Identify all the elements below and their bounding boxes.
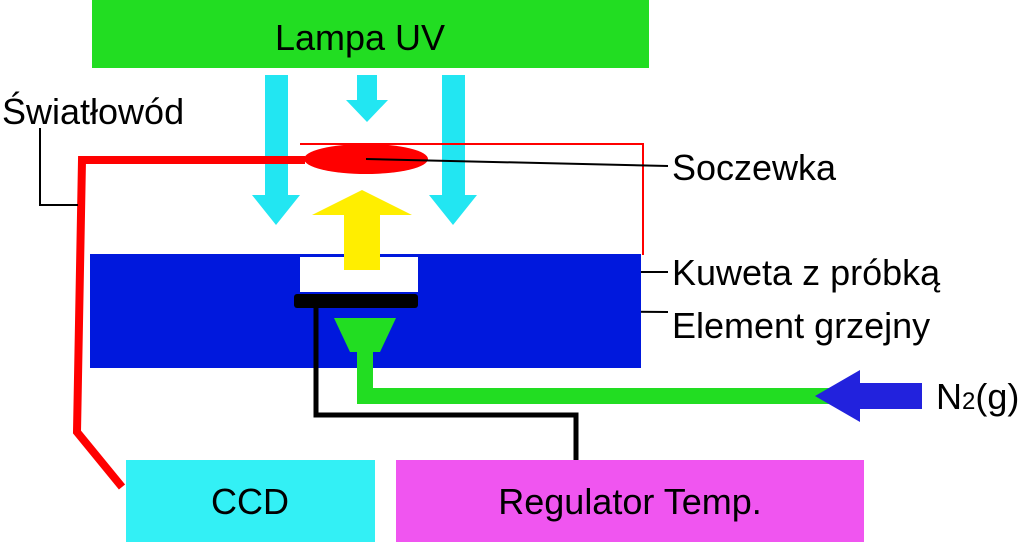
gas-funnel — [334, 318, 396, 352]
lens-leader-line — [365, 158, 669, 167]
optical-fiber — [72, 156, 305, 490]
cuvette-label: Kuweta z próbką — [672, 252, 941, 293]
ccd-label: CCD — [211, 481, 289, 522]
heater-control-wire — [313, 308, 579, 460]
fiber-leader-line — [39, 128, 78, 206]
nitrogen-gas-label: N2(g) — [936, 376, 1019, 417]
heating-element — [294, 294, 418, 308]
uv-arrow-left — [252, 75, 300, 225]
uv-arrow-right — [429, 75, 477, 225]
uv-arrow-center — [346, 75, 388, 122]
gas-state: (g) — [975, 376, 1019, 417]
uv-lamp-label: Lampa UV — [275, 17, 445, 58]
nitrogen-symbol: N — [936, 376, 962, 417]
lens-housing-outline — [300, 143, 644, 255]
heater-label: Element grzejny — [672, 305, 930, 346]
uv-light-arrows — [252, 75, 477, 225]
temperature-regulator-box — [396, 460, 864, 542]
lens-label: Soczewka — [672, 147, 837, 188]
nitrogen-subscript: 2 — [962, 388, 975, 415]
nitrogen-inflow-arrow — [815, 370, 922, 422]
fiber-label: Światłowód — [2, 90, 184, 132]
emission-arrow — [312, 190, 412, 270]
uv-lamp-box — [92, 0, 649, 68]
temperature-regulator-label: Regulator Temp. — [498, 481, 761, 522]
gas-supply-line — [357, 350, 830, 404]
ccd-box — [126, 460, 375, 542]
